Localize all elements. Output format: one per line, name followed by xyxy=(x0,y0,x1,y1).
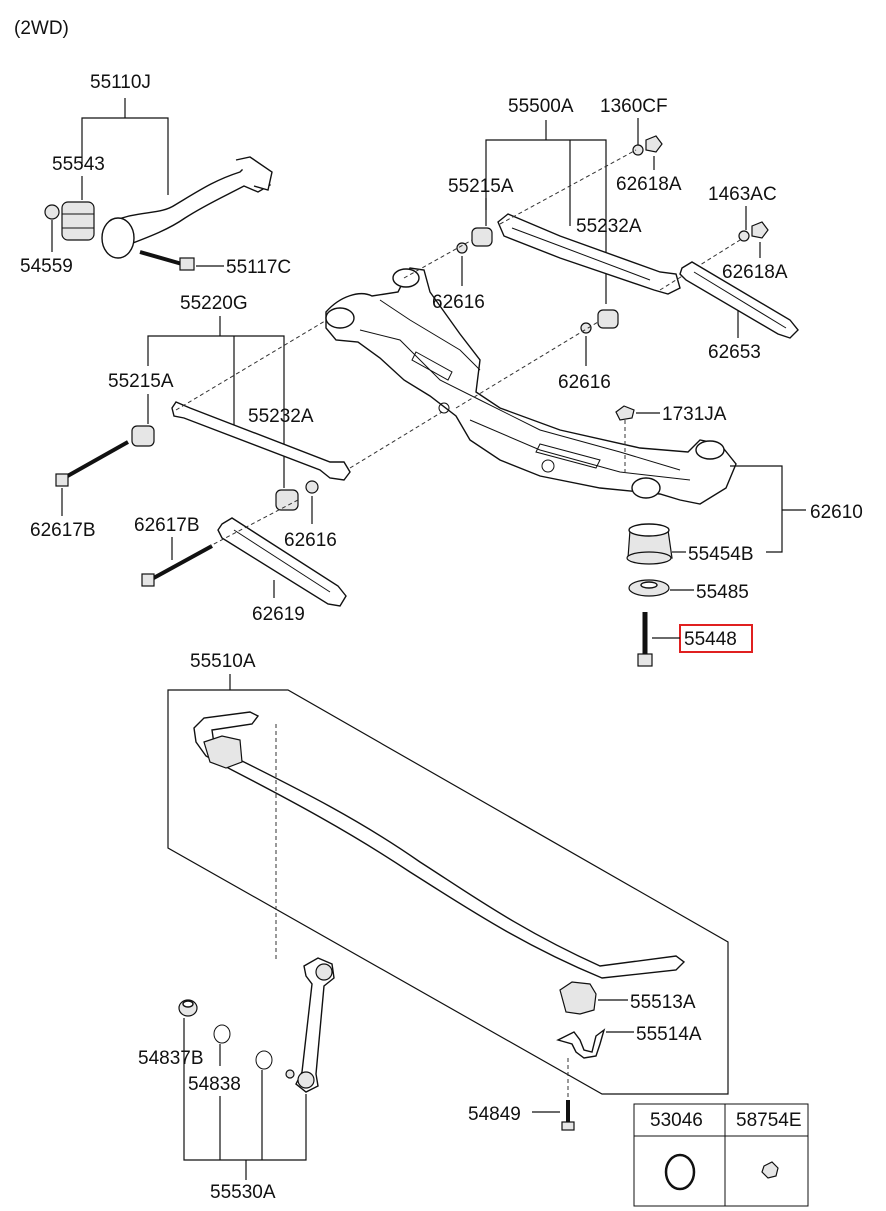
label-55448[interactable]: 55448 xyxy=(684,629,737,650)
label-55232A-left[interactable]: 55232A xyxy=(248,406,314,427)
label-1463AC[interactable]: 1463AC xyxy=(708,184,777,205)
label-62617B-b[interactable]: 62617B xyxy=(134,515,200,536)
crossmember-mount-right xyxy=(695,440,725,460)
stabilizer-bracket xyxy=(203,735,243,769)
crossmember-group: 62610 1731JA 55454B 55485 55448 xyxy=(325,267,863,667)
stabilizer-bar-55510A xyxy=(193,711,686,979)
crossmember-mount-left xyxy=(325,307,355,329)
crossmember-mount-top xyxy=(392,268,420,288)
label-55232A-right[interactable]: 55232A xyxy=(576,216,642,237)
label-55513A[interactable]: 55513A xyxy=(630,992,696,1013)
nut-1463AC xyxy=(738,230,750,242)
label-54837B[interactable]: 54837B xyxy=(138,1048,204,1069)
bracket-55510A xyxy=(167,689,729,1095)
bushing-55513A xyxy=(559,981,597,1015)
label-62618A-top[interactable]: 62618A xyxy=(616,174,682,195)
label-55485[interactable]: 55485 xyxy=(696,582,749,603)
label-62653[interactable]: 62653 xyxy=(708,342,761,363)
ring-54838 xyxy=(213,1024,231,1044)
stabilizer-group: 55510A 55513A 55514A 54849 54837B 54838 xyxy=(138,651,729,1203)
bolt-55117C xyxy=(139,250,183,266)
washer-62616-a xyxy=(456,242,468,254)
label-1731JA[interactable]: 1731JA xyxy=(662,404,727,425)
label-55215A-left[interactable]: 55215A xyxy=(108,371,174,392)
legend-header-58754E[interactable]: 58754E xyxy=(736,1110,802,1131)
label-62616-left[interactable]: 62616 xyxy=(284,530,337,551)
label-54838[interactable]: 54838 xyxy=(188,1074,241,1095)
legend-table-frame xyxy=(633,1103,809,1207)
bracket-55500A xyxy=(485,139,607,304)
bushing-55232A-right xyxy=(597,309,619,329)
trailing-arm-bracket xyxy=(235,156,273,191)
label-54849[interactable]: 54849 xyxy=(468,1104,521,1125)
label-62618A-right[interactable]: 62618A xyxy=(722,262,788,283)
ring-53046-icon xyxy=(664,1153,696,1191)
bolt-62617B-lower xyxy=(149,544,213,582)
nut-1360CF xyxy=(632,144,644,156)
trailing-arm-group: 55110J 55543 54559 55117C xyxy=(20,72,291,278)
bracket-55220G xyxy=(147,335,285,488)
label-62616-b[interactable]: 62616 xyxy=(558,372,611,393)
legend-table: 53046 58754E xyxy=(633,1103,809,1207)
label-62619[interactable]: 62619 xyxy=(252,604,305,625)
bushing-55215A-left xyxy=(131,425,155,447)
label-54559[interactable]: 54559 xyxy=(20,256,73,277)
lower-arm-left-group: 55220G 55215A 55232A 62617B 62617B 62616… xyxy=(30,293,443,625)
legend-header-53046[interactable]: 53046 xyxy=(650,1110,703,1131)
washer-62618A-top xyxy=(645,135,663,153)
trailing-arm-bushing-eye xyxy=(101,217,135,259)
bracket-55530A xyxy=(183,1018,307,1161)
label-62617B-a[interactable]: 62617B xyxy=(30,520,96,541)
trailing-arm-shape xyxy=(109,163,271,249)
crossmember-mount-front xyxy=(631,477,661,499)
label-55514A[interactable]: 55514A xyxy=(636,1024,702,1045)
label-55543[interactable]: 55543 xyxy=(52,154,105,175)
bolt-62617B-upper xyxy=(63,440,129,480)
label-55454B[interactable]: 55454B xyxy=(688,544,754,565)
nut-1731JA xyxy=(615,405,635,421)
bushing-55232A-left xyxy=(275,489,299,511)
ring-55530A xyxy=(255,1050,273,1070)
bushing-55215A-right xyxy=(471,227,493,247)
washer-62618A-right xyxy=(751,221,769,239)
label-55110J[interactable]: 55110J xyxy=(90,72,151,93)
upper-arm-right-group: 55500A 1360CF 62618A 55215A 62616 55232A… xyxy=(403,96,799,409)
lower-arm-left-shape xyxy=(171,401,351,481)
label-62616-a[interactable]: 62616 xyxy=(432,292,485,313)
crossmember-62610 xyxy=(325,267,737,505)
label-55510A[interactable]: 55510A xyxy=(190,651,256,672)
label-62610[interactable]: 62610 xyxy=(810,502,863,523)
label-55215A-right[interactable]: 55215A xyxy=(448,176,514,197)
link-55530A xyxy=(295,957,335,1093)
label-55220G[interactable]: 55220G xyxy=(180,293,248,314)
bushing-55543 xyxy=(61,201,95,241)
clamp-55514A xyxy=(556,1028,606,1059)
nut-58754E-icon xyxy=(761,1161,779,1179)
washer-62616-left xyxy=(305,480,319,494)
label-55117C[interactable]: 55117C xyxy=(226,257,291,278)
nut-54559 xyxy=(44,204,60,220)
label-55530A[interactable]: 55530A xyxy=(210,1182,276,1203)
bracket-62610 xyxy=(730,465,783,553)
label-55500A[interactable]: 55500A xyxy=(508,96,574,117)
label-1360CF[interactable]: 1360CF xyxy=(600,96,668,117)
diagram-title: (2WD) xyxy=(14,18,69,39)
